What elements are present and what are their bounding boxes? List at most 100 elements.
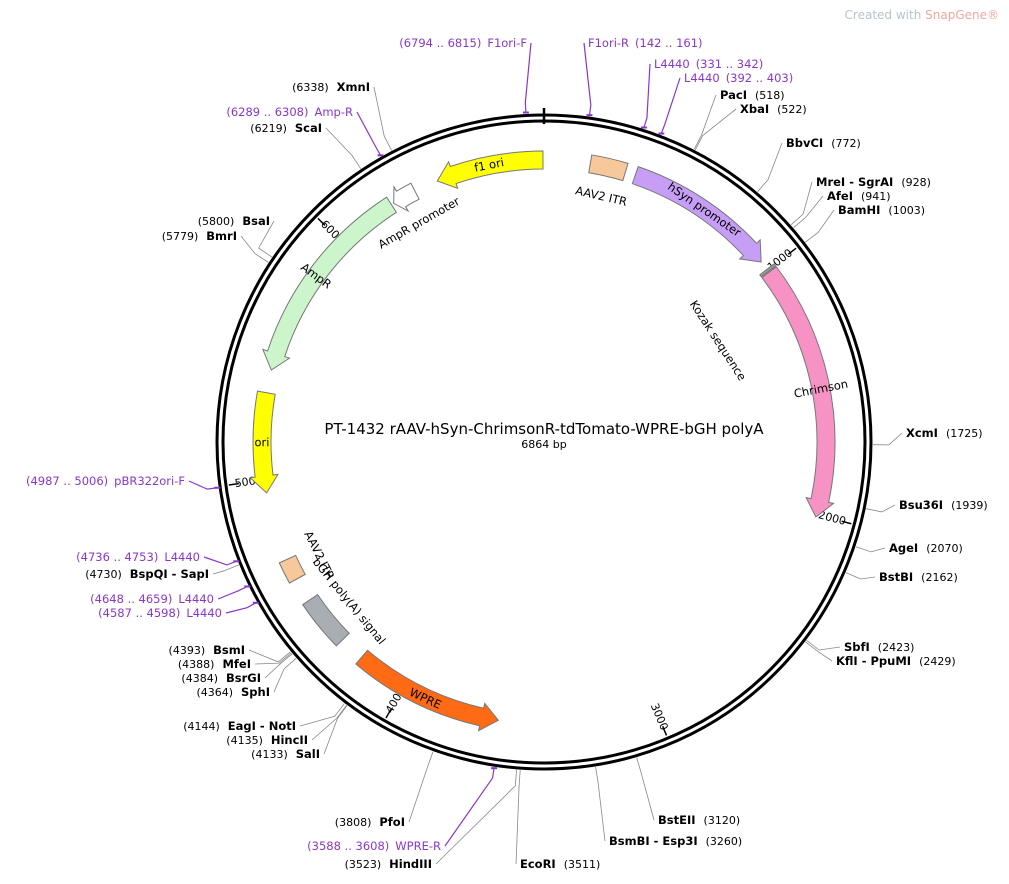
site-paci[interactable]: PacI(518) [693, 88, 785, 150]
primer-range-6: (4736 .. 4753) [76, 550, 158, 564]
site-pos-sali: (4133) [251, 748, 288, 761]
primer-f1ori-f-0[interactable]: (6794 .. 6815)F1ori-F [399, 36, 532, 114]
primer-leader-4 [356, 111, 382, 157]
feature-shape-ampr-promoter-1 [393, 182, 420, 213]
site-name-ecori: EcoRI [520, 857, 556, 871]
primer-leader-3 [660, 77, 681, 135]
site-xcmi[interactable]: XcmI(1725) [872, 426, 983, 446]
site-label-agei: AgeI(2070) [889, 541, 963, 555]
site-mfei[interactable]: (4388)MfeI [178, 652, 292, 671]
site-label-scai: (6219) ScaI [250, 121, 322, 135]
restriction-sites: (6338)XmnI (6219) ScaI (5800)BsaI(5779)BmrI… [85, 80, 987, 871]
site-scai[interactable]: (6219) ScaI [250, 121, 362, 169]
primer-label-5: (4987 .. 5006)pBR322ori-F [26, 474, 185, 488]
site-label-hindiii: (3523)HindIII [345, 857, 432, 871]
site-bmri[interactable]: (5779)BmrI [162, 229, 269, 263]
primer-amp-r-4[interactable]: (6289 .. 6308)Amp-R [226, 105, 384, 157]
primer-label-7: (4648 .. 4659)L4440 [90, 592, 214, 606]
site-name-sali: SalI [296, 747, 320, 761]
site-label-xcmi: XcmI(1725) [906, 426, 983, 440]
primer-label-3: L4440(392 .. 403) [684, 71, 793, 85]
primer-wpre-r-9[interactable]: (3588 .. 3608)WPRE-R [307, 767, 498, 853]
feature-ori-3[interactable]: ori [249, 390, 279, 494]
site-sali[interactable]: (4133) SalI [251, 705, 348, 761]
primer-l4440-7[interactable]: (4648 .. 4659)L4440 [90, 585, 251, 606]
site-pfoi[interactable]: (3808)PfoI [335, 751, 434, 829]
feature-kozak-sequence-9[interactable]: Kozak sequence [687, 263, 777, 383]
site-leader-bstbi [845, 572, 876, 580]
watermark-brand: SnapGene® [925, 8, 999, 22]
site-name-sbfi: SbfI [844, 640, 870, 654]
primer-l4440-8[interactable]: (4587 .. 4598)L4440 [98, 601, 259, 620]
primer-f1ori-r-1[interactable]: F1ori-R(142 .. 161) [583, 36, 703, 117]
primer-pbr322ori-f-5[interactable]: (4987 .. 5006)pBR322ori-F [26, 474, 221, 490]
site-bsmbi-esp3i[interactable]: BsmBI - Esp3I(3260) [595, 766, 743, 848]
primer-l4440-6[interactable]: (4736 .. 4753)L4440 [76, 550, 240, 566]
site-label-bsu36i: Bsu36I(1939) [899, 498, 988, 512]
site-pos-bsai: (5800) [198, 215, 235, 228]
site-kfli-ppumi[interactable]: KflI - PpuMI(2429) [805, 641, 956, 668]
site-bsmi[interactable]: (4393)BsmI [169, 643, 291, 663]
site-label-bbvci: BbvCI(772) [786, 136, 861, 150]
site-pos-kfli-ppumi: (2429) [919, 655, 956, 668]
site-name-agei: AgeI [889, 541, 918, 555]
site-leader-pfoi [408, 751, 434, 823]
site-bstbi[interactable]: BstBI(2162) [845, 570, 958, 584]
site-sphi[interactable]: (4364)SphI [196, 658, 297, 699]
primer-name-5: pBR322ori-F [114, 474, 185, 488]
feature-shape-wpre-6 [355, 649, 500, 732]
site-mrei-sgrai[interactable]: MreI - SgrAI (928) [790, 175, 931, 226]
site-leader-xcmi [872, 432, 903, 446]
site-bamhi[interactable]: BamHI(1003) [805, 203, 925, 243]
site-sbfi[interactable]: SbfI(2423) [806, 640, 914, 654]
site-leader-bmri [240, 235, 269, 263]
site-leader-bbvci [757, 142, 783, 193]
primer-range-4: (6289 .. 6308) [226, 105, 308, 119]
site-hincii[interactable]: (4135)HincII [226, 704, 347, 747]
primer-l4440-2[interactable]: L4440(331 .. 342) [640, 57, 763, 129]
site-xmni[interactable]: (6338)XmnI [292, 80, 392, 151]
site-leader-bsai [258, 220, 275, 258]
site-bsu36i[interactable]: Bsu36I(1939) [866, 498, 988, 513]
site-bsrgi[interactable]: (4384)BsrGI [181, 653, 293, 685]
feature-bgh-poly-a-signal-5[interactable]: bGH poly(A) signal [302, 555, 389, 647]
site-leader-kfli-ppumi [805, 641, 833, 662]
primer-l4440-3[interactable]: L4440(392 .. 403) [658, 71, 793, 135]
site-bsai[interactable]: (5800)BsaI [198, 214, 275, 258]
site-pos-mrei-sgrai: (928) [901, 176, 931, 189]
site-hindiii[interactable]: (3523)HindIII [345, 769, 518, 871]
site-pos-bamhi: (1003) [888, 204, 925, 217]
site-leader-xmni [373, 86, 392, 151]
site-label-afei: AfeI(941) [827, 189, 891, 203]
site-bspqi-sapi[interactable]: (4730)BspQI - SapI [85, 564, 239, 581]
primer-leader-0 [524, 42, 532, 114]
feature-chrimson-10[interactable]: Chrimson [761, 266, 849, 518]
site-leader-agei [855, 546, 886, 553]
site-name-mrei-sgrai: MreI - SgrAI [816, 175, 893, 189]
feature-ampr-2[interactable]: AmpR [261, 196, 398, 371]
feature-aav2-itr-7[interactable]: AAV2 ITR [574, 154, 629, 209]
site-xbai[interactable]: XbaI(522) [694, 102, 807, 151]
site-afei[interactable]: AfeI(941) [793, 189, 891, 228]
primer-name-0: F1ori-F [487, 36, 527, 50]
feature-wpre-6[interactable]: WPRE [355, 649, 500, 732]
site-agei[interactable]: AgeI(2070) [855, 541, 963, 555]
watermark-prefix: Created with [844, 8, 926, 22]
site-bbvci[interactable]: BbvCI(772) [757, 136, 861, 193]
site-pos-hindiii: (3523) [345, 858, 382, 871]
feature-f1-ori-0[interactable]: f1 ori [436, 150, 544, 190]
site-label-kfli-ppumi: KflI - PpuMI(2429) [836, 654, 956, 668]
site-pos-scai: (6219) [250, 122, 287, 135]
site-ecori[interactable]: EcoRI(3511) [515, 770, 600, 871]
site-eagi-noti[interactable]: (4144)EagI - NotI [183, 703, 345, 733]
site-name-scai: ScaI [295, 121, 322, 135]
site-pos-pfoi: (3808) [335, 816, 372, 829]
primer-name-3: L4440 [684, 71, 720, 85]
feature-shape-ori-3 [249, 390, 279, 494]
site-pos-bsmbi-esp3i: (3260) [706, 835, 743, 848]
site-label-bsmbi-esp3i: BsmBI - Esp3I(3260) [609, 834, 742, 848]
primer-label-9: (3588 .. 3608)WPRE-R [307, 839, 441, 853]
site-bsteii[interactable]: BstEII(3120) [636, 757, 740, 827]
feature-label-f1-ori-0: f1 ori [473, 155, 505, 175]
site-leader-bsmi [248, 649, 291, 663]
